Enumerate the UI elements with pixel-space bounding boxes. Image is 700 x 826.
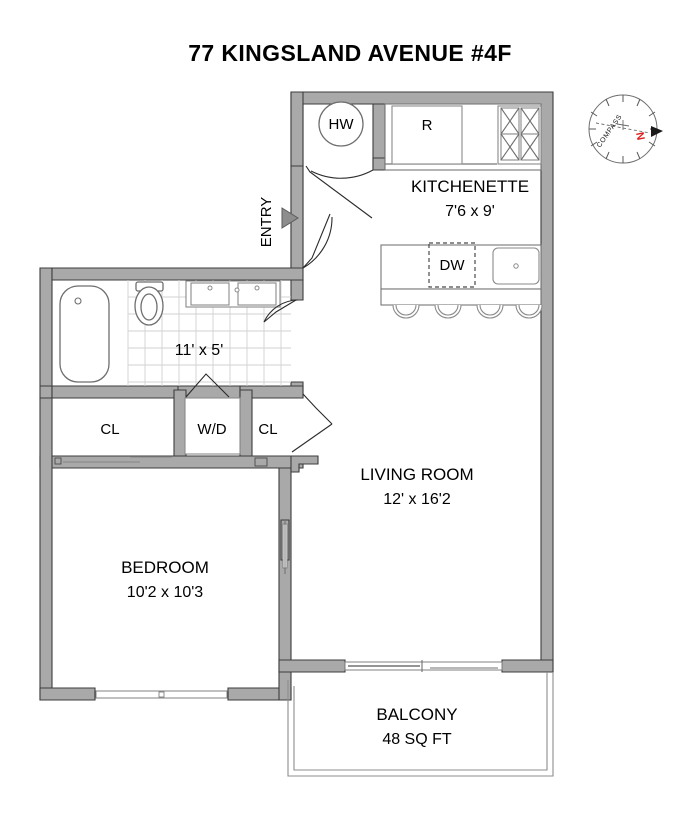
vanity-faucet-icon <box>234 287 240 293</box>
wall-bath-top <box>40 267 304 281</box>
compass-axis-line <box>595 122 651 134</box>
closet-left-label: CL <box>100 421 119 438</box>
dishwasher-label: DW <box>440 257 466 274</box>
living-room-area: LIVING ROOM 12' x 16'2 <box>360 465 473 508</box>
kitchenette-dimensions: 7'6 x 9' <box>445 203 495 220</box>
wall-bath-right <box>290 279 304 301</box>
bar-stool-1-inner <box>395 304 417 316</box>
bedroom-dimensions: 10'2 x 10'3 <box>127 584 203 601</box>
burner-1-cross <box>500 107 520 135</box>
bar-stool-2-inner <box>437 304 459 316</box>
bathroom-door-swing <box>263 299 299 323</box>
wall-hw-closet-left <box>290 91 304 167</box>
washer-dryer-door-lines <box>185 373 230 398</box>
balcony-area: BALCONY 48 SQ FT <box>287 660 554 777</box>
entry-door-leaf <box>302 213 331 269</box>
hot-water-closet: HW <box>305 101 374 219</box>
wall-bedroom-left <box>39 397 53 701</box>
compass-north-arrow-icon <box>651 126 663 137</box>
wall-bedroom-bottom-left <box>39 687 96 701</box>
living-room-name: LIVING ROOM <box>360 465 473 484</box>
dishwasher-icon <box>428 242 476 288</box>
burner-2-cross <box>500 133 520 161</box>
bar-stool-4-inner <box>518 304 540 316</box>
balcony-dimensions: 48 SQ FT <box>382 731 452 748</box>
hw-closet-door-swing <box>310 169 374 179</box>
wall-closet-divider-left <box>173 389 187 463</box>
hw-closet-door-leaf <box>305 165 373 219</box>
bedroom-area: BEDROOM 10'2 x 10'3 <box>95 521 288 699</box>
hot-water-heater-icon <box>318 101 364 147</box>
toilet-seat-icon <box>140 293 158 321</box>
wall-hw-closet-head <box>372 157 386 171</box>
kitchenette-area: R KITCHENETTE 7'6 x 9' DW <box>380 103 543 319</box>
bathtub-drain-icon <box>74 297 82 305</box>
page-title: 77 KINGSLAND AVENUE #4F <box>188 40 512 66</box>
closet-right-door-swing <box>291 423 333 453</box>
vanity-sink-left-icon <box>190 282 230 306</box>
wall-living-stub <box>290 455 319 473</box>
balcony-railing-inner <box>293 672 548 771</box>
refrigerator-icon <box>391 105 463 165</box>
compass-north-label: N <box>633 131 646 141</box>
bar-stool-3-inner <box>479 304 501 316</box>
entry-marker: ENTRY <box>258 197 333 269</box>
washer-dryer-label: W/D <box>197 421 226 438</box>
bathroom-dimensions: 11' x 5' <box>175 342 224 359</box>
kitchenette-name: KITCHENETTE <box>411 177 529 196</box>
hot-water-label: HW <box>329 116 355 133</box>
burner-3-cross <box>520 107 540 135</box>
vanity-sink-left-drain <box>207 285 213 291</box>
wall-living-bottom-right <box>501 659 554 673</box>
entry-arrow-icon <box>281 207 299 229</box>
closet-right-label: CL <box>258 421 277 438</box>
vanity-sink-right-icon <box>237 282 277 306</box>
balcony-railing-outer <box>287 672 554 777</box>
refrigerator-label: R <box>422 117 433 134</box>
burner-4-cross <box>520 133 540 161</box>
kitchen-island-front <box>380 288 542 306</box>
wall-closet-top-wd <box>177 385 249 399</box>
closet-right-door-leaf <box>302 393 333 425</box>
wall-living-bottom-left <box>278 659 346 673</box>
wall-closet-divider-right <box>239 389 253 463</box>
sink-drain-icon <box>513 263 519 269</box>
entry-label: ENTRY <box>258 197 275 248</box>
bedroom-window-center-latch <box>158 691 165 698</box>
bathroom-area: 11' x 5' <box>59 280 299 386</box>
wall-closet-top <box>40 385 187 399</box>
washer-dryer-icon <box>184 397 241 455</box>
compass-center-cross <box>616 120 630 130</box>
wall-bath-left-exterior <box>39 267 53 399</box>
closet-left-track-end <box>54 457 62 465</box>
balcony-name: BALCONY <box>376 705 457 724</box>
compass-rose: N COMPASS <box>588 94 663 164</box>
bedroom-name: BEDROOM <box>121 558 209 577</box>
closet-row: CL W/D CL <box>54 373 333 467</box>
bathtub-icon <box>59 285 110 383</box>
vanity-sink-right-drain <box>254 285 260 291</box>
closet-right-threshold <box>254 457 268 467</box>
bathroom-door-leaf <box>263 299 297 323</box>
balcony-slider-door-icon <box>344 661 503 671</box>
living-room-dimensions: 12' x 16'2 <box>383 491 451 508</box>
entry-door-swing <box>302 216 333 269</box>
wall-structure <box>39 91 554 701</box>
